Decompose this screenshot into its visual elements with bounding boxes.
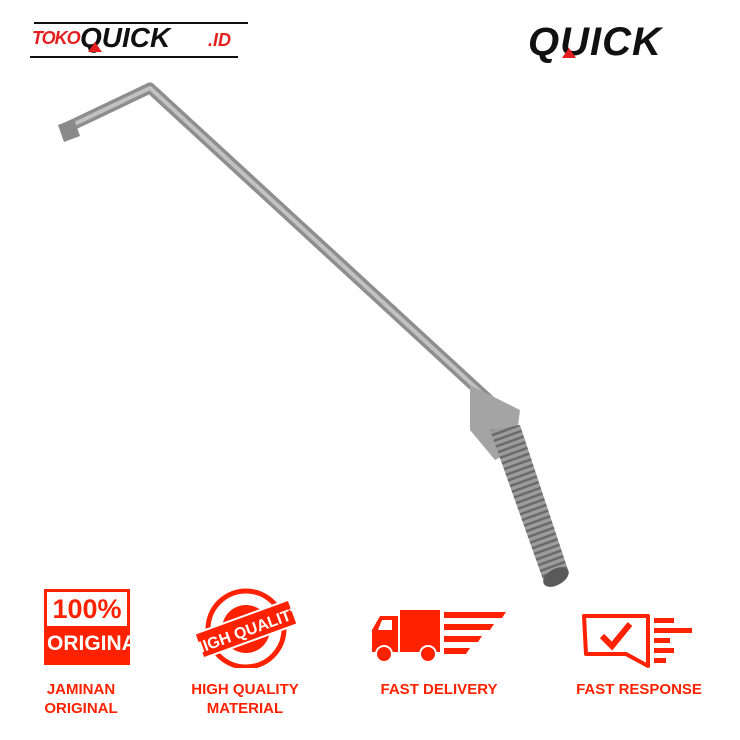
stamp-top-text: 100% [52, 594, 122, 624]
label-line1: FAST RESPONSE [576, 681, 702, 698]
quick-brand-logo: QUICK [528, 22, 662, 62]
badge-label: FAST RESPONSE [564, 680, 714, 699]
chat-check-icon [582, 614, 692, 668]
badge-label: JAMINAN ORIGINAL [6, 680, 156, 718]
badge-label: FAST DELIVERY [364, 680, 514, 699]
quality-seal-icon: HIGH QUALITY [190, 588, 304, 668]
label-line1: HIGH QUALITY [191, 681, 299, 698]
label-line2: MATERIAL [206, 700, 284, 717]
label-line1: JAMINAN [46, 681, 116, 698]
brand-logo-text: QUICK [528, 20, 662, 64]
stamp-bottom-text: ORIGINAL [47, 626, 150, 662]
badge-label: HIGH QUALITY MATERIAL [170, 680, 320, 718]
delivery-truck-icon [372, 610, 506, 663]
original-stamp-icon: 100% ORIGINAL [44, 589, 150, 665]
logo-prefix: TOKO [32, 28, 81, 48]
label-line1: FAST DELIVERY [380, 681, 498, 698]
tokoquick-logo: TOKO QUICK .ID [30, 22, 248, 58]
logo-suffix: .ID [208, 30, 232, 50]
label-line2: ORIGINAL [44, 700, 118, 717]
